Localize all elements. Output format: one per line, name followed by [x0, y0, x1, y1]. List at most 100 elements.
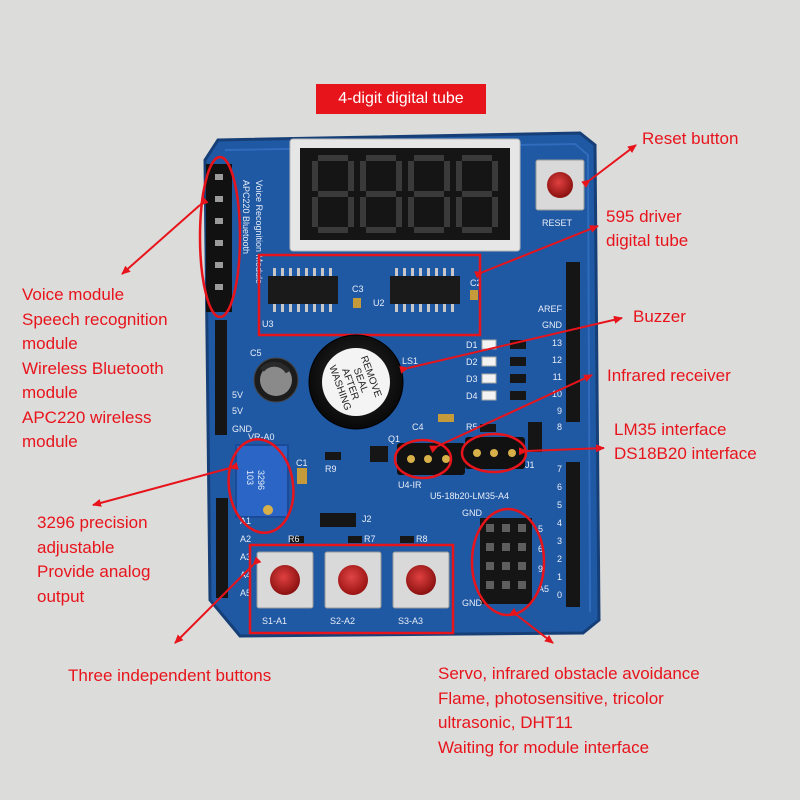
- pin-2: 2: [557, 554, 562, 564]
- arrow-buttons: [174, 556, 262, 644]
- pin-5v-1: 5V: [232, 390, 243, 400]
- label-q1: Q1: [388, 434, 400, 444]
- label-pot-4: output: [37, 586, 85, 606]
- label-interfaces-3: ultrasonic, DHT11: [438, 713, 573, 732]
- ic-label-u3: U3: [262, 319, 274, 329]
- label-pot-2: adjustable: [37, 537, 115, 557]
- label-r6: R6: [288, 534, 300, 544]
- cap-label-c5: C5: [250, 348, 262, 358]
- pin-7: 7: [557, 464, 562, 474]
- left-power-header: [215, 320, 227, 435]
- label-ir-receiver: Infrared receiver: [607, 366, 731, 385]
- driver-ics: [268, 268, 478, 312]
- label-buzzer: Buzzer: [633, 307, 686, 326]
- pin-aref: AREF: [538, 304, 563, 314]
- label-three-buttons: Three independent buttons: [68, 666, 272, 685]
- tactile-buttons: [256, 551, 450, 609]
- pot-body-2: 103: [245, 470, 255, 485]
- header-gnd-top: GND: [462, 508, 483, 518]
- reset-switch: [535, 159, 585, 211]
- side-header-text-1: APC220 Bluetooth: [241, 180, 251, 254]
- buzzer-label: LS1: [402, 356, 418, 366]
- sensor-label-ir: U4-IR: [398, 480, 422, 490]
- pin-5: 5: [557, 500, 562, 510]
- pin-6: 6: [557, 482, 562, 492]
- arrow-ir: [429, 374, 593, 453]
- annotation-arrows: [92, 144, 637, 644]
- pin-9: 9: [557, 406, 562, 416]
- pin-11: 11: [553, 372, 562, 382]
- arrow-voice: [121, 196, 209, 275]
- label-j1: J1: [525, 460, 535, 470]
- label-ds18b20: DS18B20 interface: [614, 444, 757, 463]
- label-driver-line2: digital tube: [606, 231, 689, 250]
- pin-4: 4: [557, 518, 562, 528]
- label-voice-7: module: [22, 432, 78, 451]
- led-label-d1: D1: [466, 340, 478, 350]
- label-interfaces-2: Flame, photosensitive, tricolor: [438, 688, 664, 708]
- pin-gnd-left: GND: [232, 424, 253, 434]
- pot-body-1: 3296: [256, 470, 266, 490]
- side-header-text-2: Voice Recognition Module: [254, 180, 264, 284]
- ir-receiver-highlight: [393, 438, 453, 480]
- header-num-9: 9: [538, 564, 543, 574]
- led-label-d2: D2: [466, 357, 478, 367]
- arrow-driver: [474, 225, 599, 279]
- arrow-reset: [581, 144, 637, 189]
- pin-5v-2: 5V: [232, 406, 243, 416]
- button-label-s2: S2-A2: [330, 616, 355, 626]
- left-analog-header: [216, 498, 228, 598]
- seven-segment-display: [289, 138, 521, 252]
- label-driver-line1: 595 driver: [606, 207, 682, 226]
- ic-label-c2: C2: [470, 278, 482, 288]
- button-label-s1: S1-A1: [262, 616, 287, 626]
- right-header-bottom: [566, 462, 580, 607]
- reset-label: RESET: [542, 218, 573, 228]
- driver-highlight-box: [257, 253, 482, 337]
- label-pot-3: Provide analog: [37, 562, 151, 581]
- pin-12: 12: [552, 355, 562, 365]
- pin-8: 8: [557, 422, 562, 432]
- ic-label-u2: U2: [373, 298, 385, 308]
- arrow-interfaces: [509, 607, 554, 644]
- arrow-temp: [518, 444, 605, 456]
- label-voice-5: module: [22, 383, 78, 402]
- header-num-a5: A5: [538, 584, 549, 594]
- label-j2: J2: [362, 514, 372, 524]
- title-banner: 4-digit digital tube: [316, 84, 486, 114]
- module-pin-header: [480, 518, 532, 604]
- potentiometer: [235, 444, 289, 518]
- pin-1: 1: [557, 572, 562, 582]
- label-r7: R7: [364, 534, 376, 544]
- label-voice-4: Wireless Bluetooth: [22, 358, 164, 378]
- arrow-pot: [92, 462, 239, 507]
- sensor-label-temp: U5-18b20-LM35-A4: [430, 491, 509, 501]
- label-r9: R9: [325, 464, 337, 474]
- label-r8: R8: [416, 534, 428, 544]
- label-reset-button: Reset button: [642, 129, 739, 148]
- module-interface-highlight: [470, 507, 546, 617]
- header-gnd-bottom: GND: [462, 598, 483, 608]
- label-interfaces-1: Servo, infrared obstacle avoidance: [438, 664, 700, 683]
- label-voice-3: module: [22, 334, 78, 353]
- label-pot-1: 3296 precision: [37, 513, 148, 532]
- pin-a1: A1: [240, 516, 251, 526]
- pin-gnd-top: GND: [542, 320, 563, 330]
- right-header-top: [566, 262, 580, 422]
- label-lm35: LM35 interface: [614, 420, 727, 439]
- label-interfaces-4: Waiting for module interface: [438, 737, 650, 757]
- label-voice-6: APC220 wireless: [22, 407, 152, 427]
- header-num-5: 5: [538, 524, 543, 534]
- pin-a2: A2: [240, 534, 251, 544]
- pot-label: VR-A0: [248, 432, 275, 442]
- led-label-d4: D4: [466, 391, 478, 401]
- arrow-buzzer: [399, 315, 623, 374]
- header-num-6: 6: [538, 544, 543, 554]
- label-voice-1: Voice module: [22, 285, 125, 304]
- ic-label-c3: C3: [352, 284, 364, 294]
- pin-0: 0: [557, 590, 562, 600]
- left-module-header: [206, 164, 232, 312]
- led-label-d3: D3: [466, 374, 478, 384]
